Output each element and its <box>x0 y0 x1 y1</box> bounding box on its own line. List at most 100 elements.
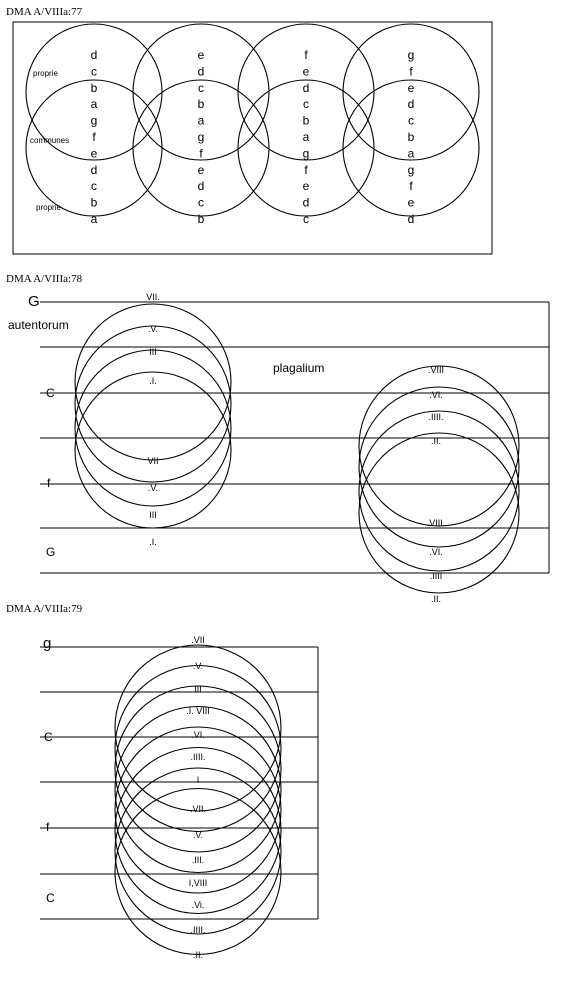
note-letter: c <box>91 64 97 78</box>
figure-78-caption: DMA A/VIIIa:78 <box>6 273 83 285</box>
note-letter: a <box>91 212 98 226</box>
figure-77: proprie communes proprie dcbagfedcbaedcb… <box>12 21 493 255</box>
figure-78-circles <box>74 303 520 594</box>
row-letter-g: g <box>43 635 51 652</box>
authentic-mode-label: .V. <box>148 324 158 334</box>
hexachord-circle <box>237 79 375 217</box>
figure-79-caption: DMA A/VIIIa:79 <box>6 603 83 615</box>
note-letter: c <box>303 212 309 226</box>
figure-78-mode-labels: VII..V.III.I.VII.V.III.I..VIII.VI..IIII.… <box>146 292 445 604</box>
authentic-mode-label: VII. <box>146 292 160 302</box>
note-letter: d <box>408 212 415 226</box>
mode-label: .I. VIII <box>186 706 210 716</box>
authentic-mode-label: III <box>149 510 157 520</box>
title-plagalium: plagalium <box>273 361 324 375</box>
authentic-mode-label: .V. <box>148 483 158 493</box>
mode-circle <box>114 726 282 894</box>
figure-78-staff-lines <box>40 301 550 574</box>
plagal-mode-label: .VI. <box>429 547 443 557</box>
row-letter-C-lower: C <box>46 891 55 905</box>
figure-77-caption: DMA A/VIIIa:77 <box>6 6 83 18</box>
note-letter: c <box>91 179 97 193</box>
hexachord-circle <box>342 23 480 161</box>
note-letter: c <box>303 97 309 111</box>
plagal-mode-label: .VIII. <box>427 518 446 528</box>
mode-label: .VI. <box>191 730 205 740</box>
note-letter: f <box>92 130 96 144</box>
plagal-mode-circle <box>358 410 520 572</box>
title-autentorum: autentorum <box>8 318 69 332</box>
note-letter: c <box>198 81 204 95</box>
mode-circle <box>114 767 282 935</box>
note-letter: g <box>198 130 205 144</box>
mode-label: .V. <box>193 830 203 840</box>
authentic-mode-label: .I. <box>149 537 157 547</box>
mode-label: I <box>197 775 200 785</box>
hexachord-circle <box>237 23 375 161</box>
authentic-mode-label: VII <box>147 456 158 466</box>
mode-circle <box>114 685 282 853</box>
row-letter-C: C <box>46 386 55 400</box>
note-letter: e <box>408 196 415 210</box>
note-letter: d <box>198 64 205 78</box>
figure-77-frame <box>12 21 493 255</box>
authentic-mode-circle <box>74 303 232 461</box>
figure-77-letters: dcbagfedcbaedcbagfedcbfedcbagfedcgfedcba… <box>91 48 415 226</box>
figure-77-circles <box>25 23 480 217</box>
side-label-communes: communes <box>30 136 69 145</box>
note-letter: a <box>408 146 415 160</box>
note-letter: e <box>91 146 98 160</box>
hexachord-circle <box>132 23 270 161</box>
note-letter: f <box>409 179 413 193</box>
side-label-proprie-top: proprie <box>33 69 58 78</box>
row-letter-C-upper: C <box>44 730 53 744</box>
note-letter: e <box>198 48 205 62</box>
row-letter-G-bottom: G <box>46 545 55 559</box>
figure-79: g C f C .VII.V.III.I. VIII.VI..IIII.I.VI… <box>40 635 319 960</box>
note-letter: b <box>408 130 415 144</box>
plagal-mode-label: .II. <box>431 436 441 446</box>
plagal-mode-circle <box>358 432 520 594</box>
note-letter: d <box>91 48 98 62</box>
mode-label: I,VIII <box>189 878 208 888</box>
plagal-mode-label: .VI. <box>429 390 443 400</box>
authentic-mode-label: III <box>149 347 157 357</box>
row-letter-f: f <box>46 820 50 834</box>
mode-circle <box>114 787 282 956</box>
mode-circle <box>114 746 282 915</box>
row-letter-G-top: G <box>28 293 40 310</box>
note-letter: b <box>303 114 310 128</box>
note-letter: f <box>304 48 308 62</box>
authentic-mode-circle <box>74 349 232 507</box>
side-label-proprie-bottom: proprie <box>36 203 61 212</box>
note-letter: a <box>91 97 98 111</box>
note-letter: g <box>303 146 310 160</box>
mode-circle <box>114 644 282 812</box>
mode-label: .Vi. <box>192 900 205 910</box>
mode-label: III <box>194 684 202 694</box>
note-letter: g <box>408 163 415 177</box>
note-letter: a <box>303 130 310 144</box>
note-letter: g <box>91 114 98 128</box>
figure-79-mode-labels: .VII.V.III.I. VIII.VI..IIII.I.VII..V..II… <box>186 635 210 960</box>
note-letter: e <box>303 179 310 193</box>
note-letter: b <box>91 196 98 210</box>
mode-circle <box>114 664 282 833</box>
note-letter: g <box>408 48 415 62</box>
plagal-mode-label: .IIII <box>430 571 443 581</box>
note-letter: c <box>198 196 204 210</box>
note-letter: d <box>408 97 415 111</box>
plagal-mode-label: .VIII <box>428 365 444 375</box>
note-letter: f <box>304 163 308 177</box>
note-letter: d <box>303 196 310 210</box>
note-letter: c <box>408 114 414 128</box>
note-letter: f <box>199 146 203 160</box>
mode-label: .IIII. <box>190 925 205 935</box>
row-letter-f: f <box>47 476 51 490</box>
hexachord-circle <box>342 79 480 217</box>
note-letter: b <box>198 97 205 111</box>
note-letter: e <box>303 64 310 78</box>
plagal-mode-circle <box>358 386 520 548</box>
mode-circle <box>114 705 282 874</box>
